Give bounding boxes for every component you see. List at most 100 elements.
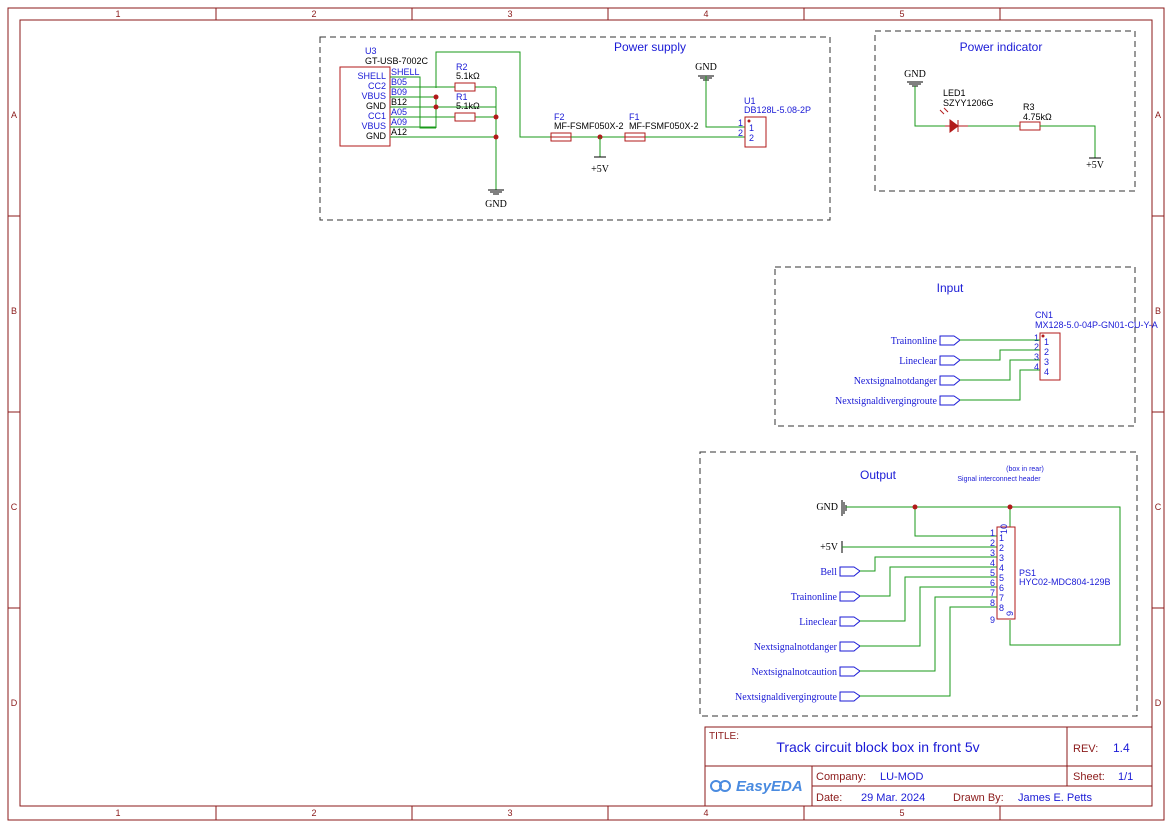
cn1-pin-number: 3	[1034, 352, 1039, 362]
u3-right-pins: SHELL B05 B09 B12 A05 A09 A12	[391, 67, 420, 137]
r2-ref: R2	[456, 62, 468, 72]
cn1-pin-numbers: 1 2 3 4 1 2 3 4	[1034, 333, 1049, 377]
input-net-labels: Trainonline Lineclear Nextsignalnotdange…	[835, 336, 938, 407]
row-label: C	[11, 502, 18, 512]
sheet-label: Sheet:	[1073, 771, 1105, 783]
net-bell: Bell	[820, 567, 837, 578]
ps1-pin-number: 4	[990, 558, 995, 568]
gnd-label: GND	[695, 62, 717, 73]
rev-label: REV:	[1073, 743, 1098, 755]
u1-terminal-block[interactable]	[744, 116, 767, 148]
column-labels-bottom: 1 2 3 4 5	[115, 808, 904, 818]
row-labels-right: A B C D	[1155, 110, 1162, 708]
u3-pin-name: GND	[366, 101, 387, 111]
row-label: D	[1155, 698, 1162, 708]
cn1-pin-number: 1	[1034, 333, 1039, 343]
cn1-pin-label: 2	[1044, 347, 1049, 357]
u3-pin-number: B09	[391, 87, 407, 97]
company-value: LU-MOD	[880, 771, 923, 783]
r1-value: 5.1kΩ	[456, 101, 480, 111]
drawn-label: Drawn By:	[953, 792, 1004, 804]
ps1-ref: PS1	[1019, 568, 1036, 578]
net-nextsignaldivergingroute: Nextsignaldivergingroute	[735, 692, 838, 703]
net-nextsignalnotdanger: Nextsignalnotdanger	[854, 376, 938, 387]
gnd-label: GND	[485, 199, 507, 210]
u3-pin-number: A05	[391, 107, 407, 117]
ps1-pin-number: 6	[990, 578, 995, 588]
ps1-pin-9: 9	[1005, 611, 1015, 616]
ps1-pin-label: 5	[999, 573, 1004, 583]
net-nextsignaldivergingroute: Nextsignaldivergingroute	[835, 396, 938, 407]
ps1-pin-label: 6	[999, 583, 1004, 593]
input-title: Input	[937, 281, 964, 295]
r1-resistor[interactable]	[454, 112, 476, 122]
u3-pin-number: B05	[391, 77, 407, 87]
net-nextsignalnotcaution: Nextsignalnotcaution	[751, 667, 837, 678]
output-box	[699, 451, 1138, 717]
r2-resistor[interactable]	[454, 82, 476, 92]
output-ports	[839, 566, 861, 702]
u3-ref: U3	[365, 46, 377, 56]
power-supply-title: Power supply	[614, 40, 686, 54]
r2-value: 5.1kΩ	[456, 71, 480, 81]
u3-junctions	[433, 94, 499, 140]
output-title: Output	[860, 468, 897, 482]
u1-part: DB128L-5.08-2P	[744, 105, 811, 115]
r3-ref: R3	[1023, 102, 1035, 112]
row-label: A	[11, 110, 17, 120]
u1-pin-number: 2	[738, 128, 743, 138]
row-labels-left: A B C D	[11, 110, 18, 708]
row-label: B	[1155, 306, 1161, 316]
col-label: 1	[115, 9, 120, 19]
cn1-pin-label: 1	[1044, 337, 1049, 347]
u3-pin-name: VBUS	[361, 121, 386, 131]
net-trainonline: Trainonline	[791, 592, 838, 603]
gnd-symbol	[907, 81, 923, 87]
u1-pin-number: 1	[738, 118, 743, 128]
led-diode[interactable]	[939, 107, 968, 133]
title-label: TITLE:	[709, 731, 739, 742]
cn1-connector[interactable]	[1039, 332, 1061, 381]
col-label: 4	[703, 9, 708, 19]
led1-part: SZYY1206G	[943, 98, 994, 108]
row-label: C	[1155, 502, 1162, 512]
title-block	[704, 726, 1153, 807]
u1-pin-label: 1	[749, 123, 754, 133]
u1-pin-label: 2	[749, 133, 754, 143]
gnd-label: GND	[816, 502, 838, 513]
power-supply-box	[319, 36, 831, 221]
ps1-pin-numbers: 1 2 3 4 5 6 7 8 9 1 2 3 4 5 6 7 8	[990, 528, 1004, 625]
u3-pin-name: CC2	[368, 81, 386, 91]
net-lineclear: Lineclear	[899, 356, 937, 367]
ps1-pin-number: 2	[990, 538, 995, 548]
ps1-pin-label: 2	[999, 543, 1004, 553]
ps1-part: HYC02-MDC804-129B	[1019, 577, 1111, 587]
input-wires	[960, 339, 1040, 401]
u3-pin-number: SHELL	[391, 67, 420, 77]
u3-left-pins: SHELL CC2 VBUS GND CC1 VBUS GND	[357, 71, 386, 141]
col-label: 2	[311, 808, 316, 818]
input-ports	[939, 335, 961, 406]
vcc-label: +5V	[820, 542, 839, 553]
ps1-header[interactable]	[996, 526, 1016, 620]
sheet-value: 1/1	[1118, 771, 1133, 783]
r3-resistor[interactable]	[1019, 121, 1041, 131]
col-label: 3	[507, 808, 512, 818]
row-label: D	[11, 698, 18, 708]
u1-ref: U1	[744, 96, 756, 106]
drawing-title: Track circuit block box in front 5v	[776, 739, 979, 755]
ps1-pin-label: 3	[999, 553, 1004, 563]
row-label: A	[1155, 110, 1161, 120]
ps1-pin-number: 5	[990, 568, 995, 578]
cn1-pin-number: 2	[1034, 342, 1039, 352]
u3-pin-number: A12	[391, 127, 407, 137]
col-label: 5	[899, 808, 904, 818]
net-trainonline: Trainonline	[891, 336, 938, 347]
row-label: B	[11, 306, 17, 316]
output-net-labels: Bell Trainonline Lineclear Nextsignalnot…	[735, 567, 838, 703]
drawn-value: James E. Petts	[1018, 792, 1092, 804]
col-label: 4	[703, 808, 708, 818]
ps1-note-header: Signal interconnect header	[957, 476, 1041, 483]
power-indicator-box	[874, 30, 1136, 192]
u3-pin-number: A09	[391, 117, 407, 127]
